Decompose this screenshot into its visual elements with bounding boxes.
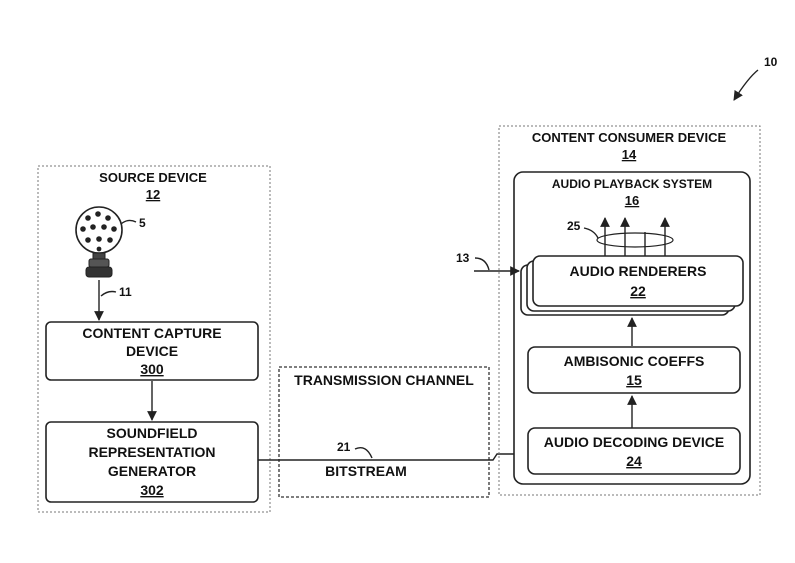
microphone-ref-leader (120, 219, 137, 225)
source-device-title: SOURCE DEVICE (99, 170, 207, 185)
soundfield-generator-line3: GENERATOR (108, 463, 196, 479)
outputs-ref-leader (583, 227, 599, 239)
bitstream-ref: 21 (337, 440, 351, 454)
figure-ref-arrow (733, 69, 759, 101)
decoding-ref: 24 (626, 453, 642, 469)
bitstream-ref-leader (354, 446, 373, 459)
input-13-leader (474, 257, 490, 271)
decoding-box (527, 427, 741, 475)
transmission-channel-title: TRANSMISSION CHANNEL (294, 372, 474, 388)
renderers-box (532, 255, 744, 307)
input-13-ref: 13 (456, 251, 470, 265)
playback-system-title: AUDIO PLAYBACK SYSTEM (552, 177, 712, 191)
decoding-label: AUDIO DECODING DEVICE (544, 434, 724, 450)
microphone-ref: 5 (139, 216, 146, 230)
ambisonic-ref: 15 (626, 372, 642, 388)
content-capture-box (45, 321, 259, 381)
bitstream-label: BITSTREAM (325, 463, 407, 479)
consumer-device-border (498, 125, 761, 496)
soundfield-generator-line2: REPRESENTATION (88, 444, 215, 460)
ambisonic-box (527, 346, 741, 394)
consumer-device-title: CONTENT CONSUMER DEVICE (532, 130, 727, 145)
consumer-device-ref: 14 (622, 147, 637, 162)
soundfield-generator-line1: SOUNDFIELD (107, 425, 198, 441)
outputs-group-ellipse (596, 232, 674, 248)
renderers-ref: 22 (630, 283, 646, 299)
content-capture-line1: CONTENT CAPTURE (82, 325, 221, 341)
signal-11-leader (100, 290, 117, 297)
content-capture-ref: 300 (140, 361, 164, 377)
content-capture-line2: DEVICE (126, 343, 178, 359)
bitstream-line (258, 449, 529, 461)
outputs-ref: 25 (567, 219, 581, 233)
renderers-label: AUDIO RENDERERS (570, 263, 707, 279)
transmission-channel-box (278, 366, 490, 498)
soundfield-generator-box (45, 421, 259, 503)
source-device-ref: 12 (146, 187, 160, 202)
ambisonic-label: AMBISONIC COEFFS (564, 353, 705, 369)
signal-11-ref: 11 (119, 285, 132, 299)
soundfield-generator-ref: 302 (140, 482, 164, 498)
figure-ref-label: 10 (764, 55, 778, 69)
source-device-border (37, 165, 271, 513)
playback-system-ref: 16 (625, 193, 639, 208)
microphone-icon (75, 206, 123, 278)
